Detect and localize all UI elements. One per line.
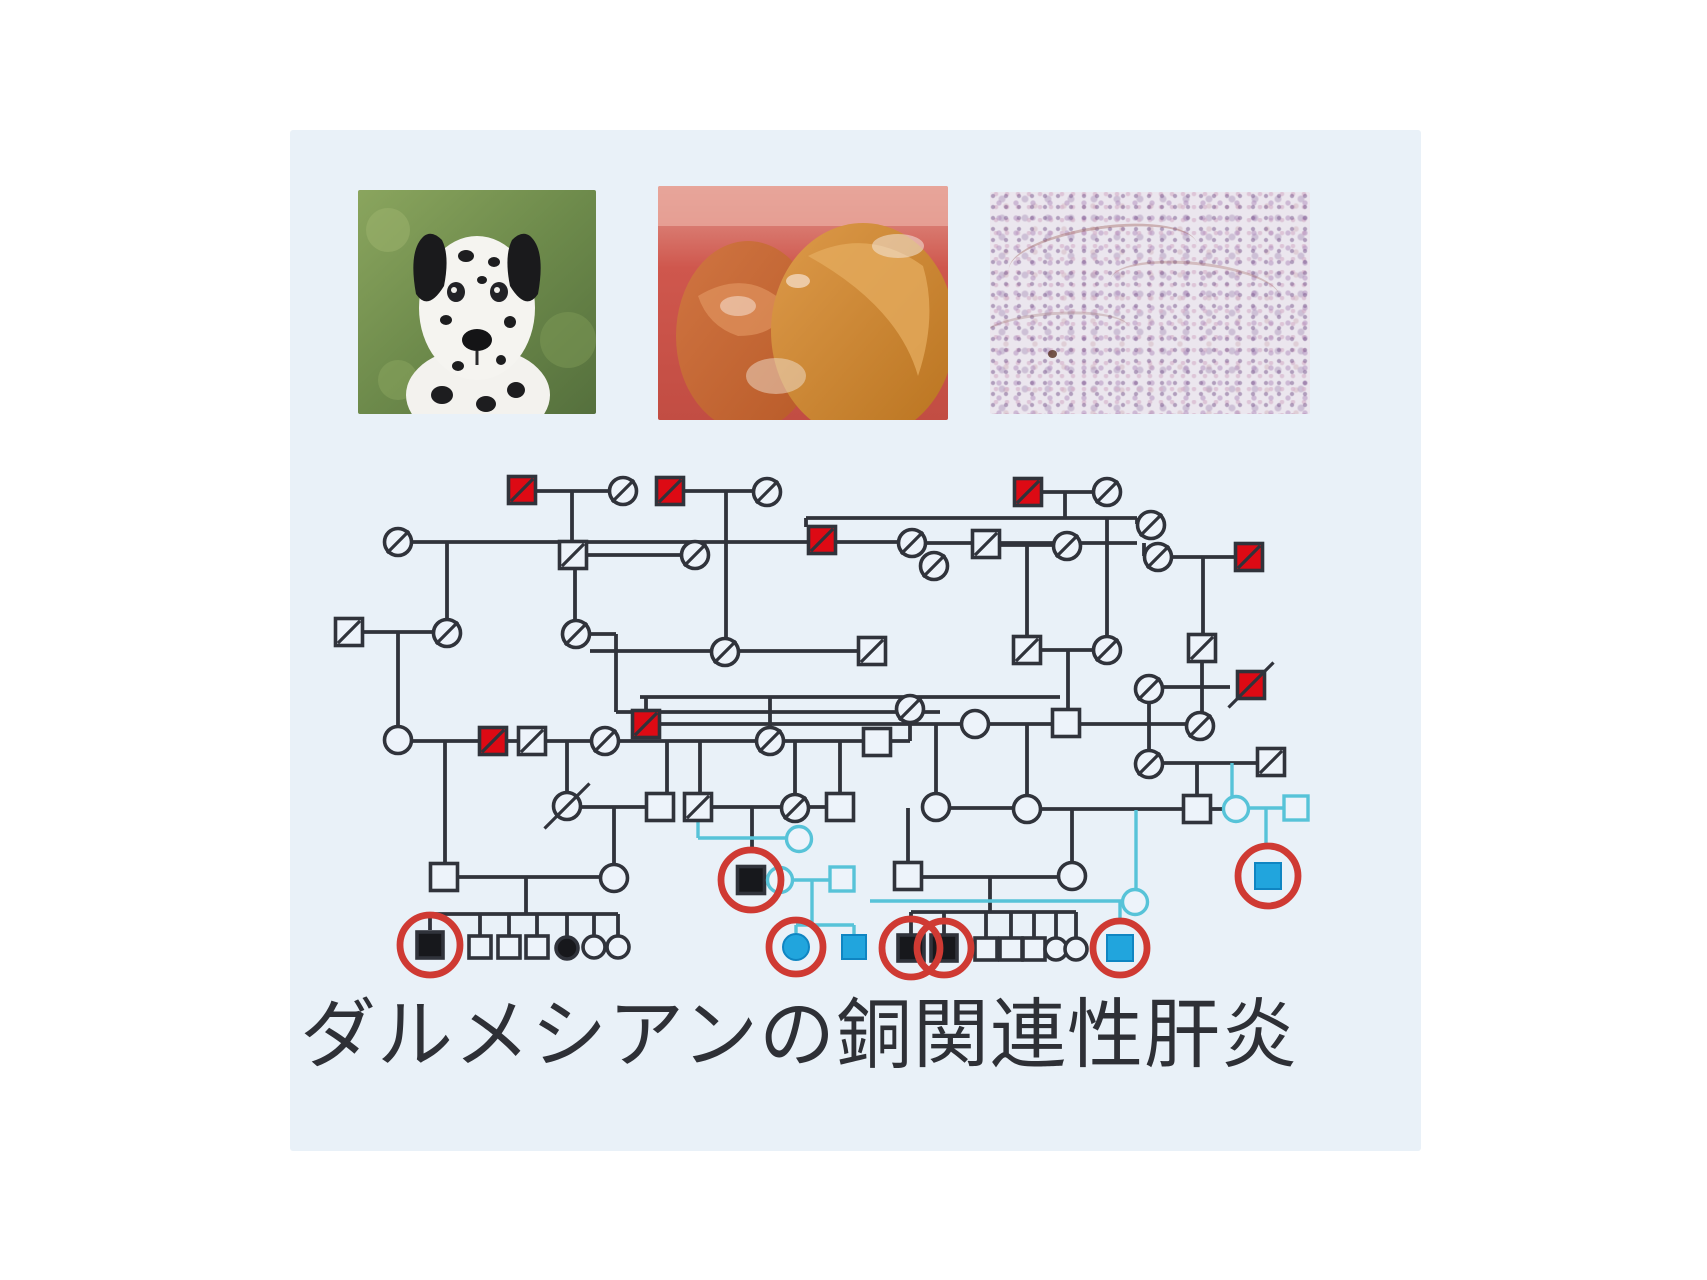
pedigree-node-G8 [1254, 862, 1282, 890]
pedigree-node-G1 [428, 861, 460, 893]
pedigree-node-slash [1236, 544, 1262, 570]
affected-highlight-ring [717, 846, 785, 914]
pedigree-node-I4 [524, 934, 550, 960]
pedigree-node-I16 [1063, 936, 1089, 962]
pedigree-node-slash [543, 782, 591, 830]
pedigree-node-H1 [1120, 887, 1150, 917]
pedigree-node-slash [1227, 661, 1275, 709]
pedigree-node-G6 [892, 860, 924, 892]
pedigree-node-slash [592, 728, 618, 754]
pedigree-node-slash [1145, 544, 1171, 570]
affected-highlight-ring [765, 916, 827, 978]
histology-dark-spot [1048, 350, 1057, 358]
pedigree-node-I9 [841, 934, 867, 960]
pedigree-node-slash [1014, 637, 1040, 663]
pedigree-node-slash [610, 478, 636, 504]
pedigree-node-slash [519, 728, 545, 754]
pedigree-node-slash [563, 621, 589, 647]
pedigree-node-slash [897, 696, 923, 722]
pedigree-node-slash [434, 620, 460, 646]
pedigree-node-slash [560, 542, 586, 568]
figure-caption: ダルメシアンの銅関連性肝炎 [300, 990, 1298, 1079]
affected-highlight-ring [878, 915, 944, 981]
pedigree-node-I8 [782, 933, 810, 961]
pedigree-node-I11 [929, 933, 959, 963]
dalmatian-dog-photo [358, 190, 596, 414]
pedigree-node-slash [973, 531, 999, 557]
affected-highlight-ring [913, 917, 975, 979]
pedigree-node-D1 [382, 724, 414, 756]
pedigree-node-I7 [605, 934, 631, 960]
liver-illustration [658, 186, 948, 420]
pedigree-node-G3 [735, 864, 767, 896]
pedigree-node-I14 [1021, 936, 1047, 962]
pedigree-node-D10 [1050, 707, 1082, 739]
affected-highlight-ring [1234, 842, 1302, 910]
pedigree-node-slash [1138, 512, 1164, 538]
pedigree-node-D7 [861, 726, 893, 758]
pedigree-node-E5 [824, 791, 856, 823]
pedigree-node-slash [336, 619, 362, 645]
pedigree-node-slash [1054, 533, 1080, 559]
pedigree-node-G2 [598, 862, 630, 894]
pedigree-node-D9 [959, 708, 991, 740]
pedigree-node-slash [480, 728, 506, 754]
dalmatian-illustration [358, 190, 596, 414]
pedigree-node-E10 [1282, 794, 1310, 822]
pedigree-node-slash [1094, 479, 1120, 505]
pedigree-node-E2 [644, 791, 676, 823]
pedigree-node-G7 [1056, 860, 1088, 892]
pedigree-node-I13 [998, 936, 1024, 962]
affected-highlight-ring [396, 911, 464, 979]
pedigree-node-slash [682, 542, 708, 568]
pedigree-node-I12 [973, 936, 999, 962]
pedigree-node-slash [1015, 479, 1041, 505]
pedigree-node-slash [782, 795, 808, 821]
pedigree-node-I5 [554, 935, 580, 961]
pedigree-node-slash [809, 527, 835, 553]
pedigree-node-slash [754, 479, 780, 505]
pedigree-node-I6 [581, 934, 607, 960]
pedigree-node-slash [899, 530, 925, 556]
liver-histology-photo [990, 192, 1310, 414]
pedigree-node-I3 [496, 934, 522, 960]
pedigree-node-slash [385, 529, 411, 555]
liver-gross-pathology-photo [658, 186, 948, 420]
pedigree-node-slash [1187, 713, 1213, 739]
pedigree-node-slash [712, 639, 738, 665]
affected-highlight-ring [1089, 917, 1151, 979]
pedigree-node-slash [1258, 749, 1284, 775]
pedigree-node-slash [657, 478, 683, 504]
pedigree-node-F1 [784, 824, 814, 854]
pedigree-node-I17 [1106, 934, 1134, 962]
pedigree-node-slash [509, 477, 535, 503]
pedigree-node-slash [1094, 637, 1120, 663]
pedigree-node-E8 [1181, 793, 1213, 825]
pedigree-node-slash [757, 728, 783, 754]
pedigree-node-I2 [467, 934, 493, 960]
pedigree-node-I1 [415, 930, 445, 960]
pedigree-node-slash [633, 711, 659, 737]
pedigree-node-E6 [920, 791, 952, 823]
pedigree-node-slash [1189, 635, 1215, 661]
pedigree-node-G5 [828, 865, 856, 893]
pedigree-node-slash [1136, 751, 1162, 777]
pedigree-node-slash [1136, 676, 1162, 702]
pedigree-node-E7 [1011, 793, 1043, 825]
pedigree-node-slash [685, 794, 711, 820]
pedigree-node-slash [921, 553, 947, 579]
pedigree-node-slash [859, 638, 885, 664]
pedigree-node-E9 [1221, 794, 1251, 824]
